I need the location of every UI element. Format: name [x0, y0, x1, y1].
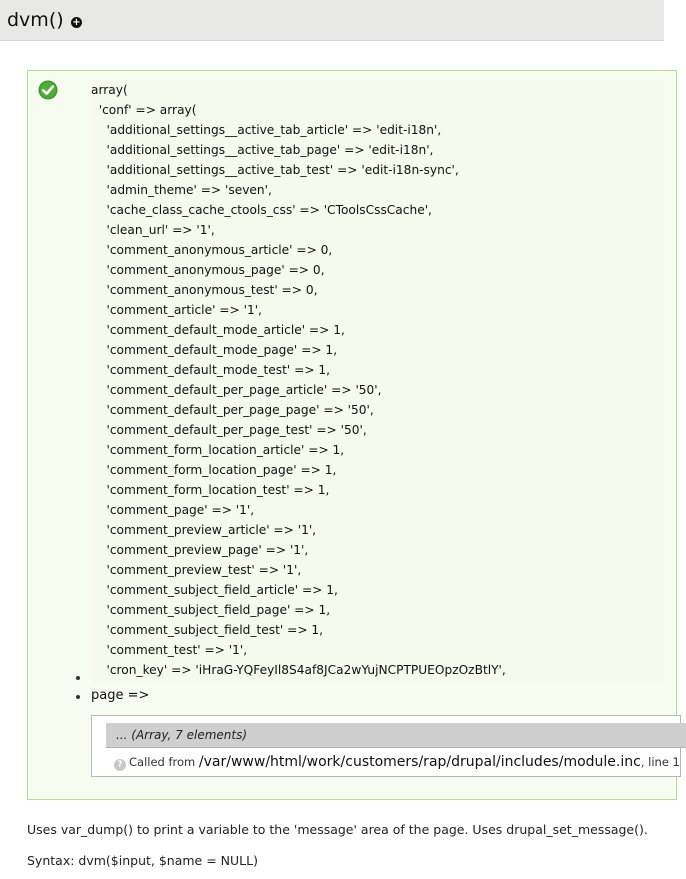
dump-line: 'comment_subject_field_article' => 1, — [91, 583, 338, 597]
dump-line: 'clean_url' => '1', — [91, 223, 215, 237]
check-circle-icon — [38, 80, 58, 100]
plus-circle-icon[interactable]: + — [71, 17, 82, 28]
dump-line: 'comment_default_mode_test' => 1, — [91, 363, 331, 377]
dump-line: 'comment_anonymous_page' => 0, — [91, 263, 325, 277]
dump-line: 'cron_key' => 'iHraG-YQFeyIl8S4af8JCa2wY… — [91, 663, 506, 677]
function-syntax: Syntax: dvm($input, $name = NULL) — [27, 853, 258, 868]
krumo-call-info: ?Called from /var/www/html/work/customer… — [106, 751, 686, 773]
dump-line: 'additional_settings__active_tab_page' =… — [91, 143, 434, 157]
dump-line: 'conf' => array( — [91, 103, 197, 117]
dump-line: 'comment_default_per_page_page' => '50', — [91, 403, 374, 417]
dump-line: 'comment_default_mode_page' => 1, — [91, 343, 338, 357]
dump-line: 'cache_class_cache_ctools_css' => 'CTool… — [91, 203, 432, 217]
list-bullet — [76, 695, 80, 699]
dump-line: 'comment_preview_test' => '1', — [91, 563, 302, 577]
function-description: Uses var_dump() to print a variable to t… — [27, 822, 648, 837]
dump-line: 'comment_article' => '1', — [91, 303, 262, 317]
dump-line: 'comment_form_location_test' => 1, — [91, 483, 330, 497]
called-from-line: , line 1 — [640, 755, 680, 769]
called-from-label: Called from — [129, 755, 196, 769]
page-title: dvm() — [7, 9, 64, 31]
list-bullet — [76, 676, 80, 680]
dump-line: 'comment_preview_article' => '1', — [91, 523, 317, 537]
dump-line: 'comment_subject_field_test' => 1, — [91, 623, 324, 637]
krumo-summary-text: ... (Array, 7 elements) — [116, 728, 248, 742]
dump-line: 'comment_default_mode_article' => 1, — [91, 323, 345, 337]
dump-line: 'comment_anonymous_article' => 0, — [91, 243, 333, 257]
dump-line: 'comment_test' => '1', — [91, 643, 248, 657]
page-header: dvm() + — [0, 0, 664, 41]
krumo-summary-toggle[interactable]: ... (Array, 7 elements) — [106, 723, 686, 748]
dump-line: array( — [91, 83, 128, 97]
krumo-dump: ... (Array, 7 elements) ?Called from /va… — [91, 715, 686, 777]
page-key-label: page => — [91, 688, 150, 703]
dump-line: 'admin_theme' => 'seven', — [91, 183, 272, 197]
dump-line: 'comment_page' => '1', — [91, 503, 255, 517]
dump-line: 'comment_subject_field_page' => 1, — [91, 603, 331, 617]
dump-line: 'comment_default_per_page_article' => '5… — [91, 383, 382, 397]
var-dump-output: array( 'conf' => array( 'additional_sett… — [91, 80, 664, 682]
dump-line: 'comment_form_location_article' => 1, — [91, 443, 345, 457]
dump-line: 'comment_form_location_page' => 1, — [91, 463, 337, 477]
dump-line: 'comment_default_per_page_test' => '50', — [91, 423, 367, 437]
dump-line: 'additional_settings__active_tab_test' =… — [91, 163, 459, 177]
question-circle-icon[interactable]: ? — [114, 759, 126, 771]
called-from-path: /var/www/html/work/customers/rap/drupal/… — [198, 754, 641, 770]
dump-line: 'additional_settings__active_tab_article… — [91, 123, 442, 137]
dump-line: 'comment_preview_page' => '1', — [91, 543, 309, 557]
dump-line: 'comment_anonymous_test' => 0, — [91, 283, 318, 297]
